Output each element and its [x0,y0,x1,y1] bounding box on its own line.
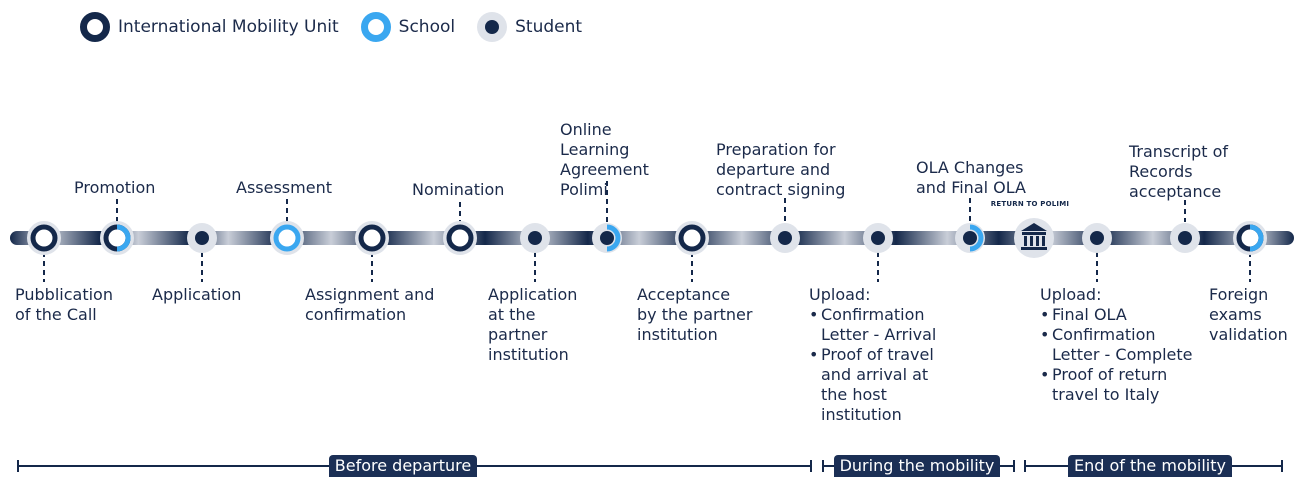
node-assignment [355,221,389,255]
label-nomination: Nomination [412,180,505,199]
legend-label-student: Student [515,17,583,37]
node-transcript [1170,223,1200,253]
node-assessment [270,221,304,255]
phase-during-mobility: During the mobility [834,455,1000,477]
phase-end-mobility: End of the mobility [1068,455,1232,477]
node-application-partner [520,223,550,253]
phase-before-departure: Before departure [329,455,477,477]
legend-item-school: School [360,12,456,42]
legend-label-imu: International Mobility Unit [118,17,339,37]
legend-item-imu: International Mobility Unit [80,12,339,42]
node-acceptance [675,221,709,255]
node-pubblication [27,221,61,255]
node-upload1 [863,223,893,253]
node-application [187,223,217,253]
label-promotion: Promotion [74,178,156,197]
node-ola-changes [955,223,985,253]
legend-label-school: School [398,17,456,37]
return-to-polimi-label: RETURN TO POLIMI [990,200,1070,208]
node-preparation [770,223,800,253]
node-promotion [100,221,134,255]
imu-ring-icon [80,12,110,42]
node-upload2 [1082,223,1112,253]
school-ring-icon [360,12,391,42]
node-nomination [443,221,477,255]
building-icon [1014,218,1054,258]
label-application: Application [152,285,242,304]
legend-item-student: Student [477,12,582,42]
connectors [43,181,1251,282]
nodes [27,218,1267,258]
label-assessment: Assessment [236,178,332,197]
student-dot-icon [477,12,508,42]
node-foreign [1233,221,1267,255]
legend: International Mobility Unit School Stude… [80,10,604,44]
node-ola [592,223,622,253]
